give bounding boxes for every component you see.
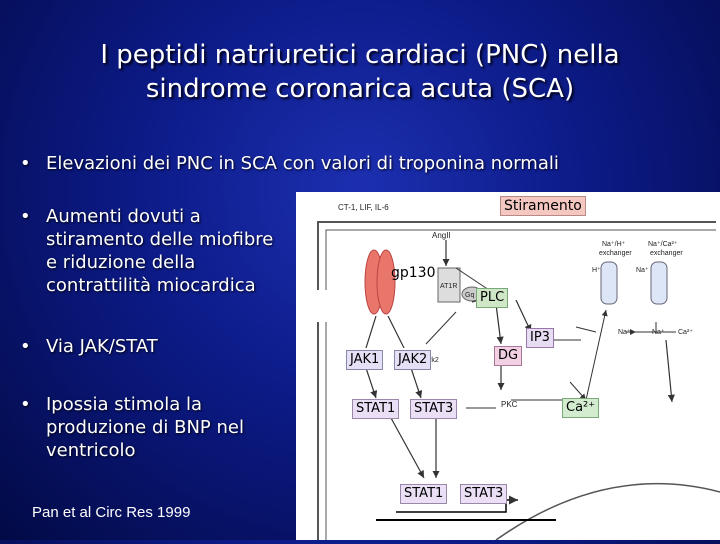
na-h-exchanger-shape: [600, 261, 618, 305]
plc-ip3-arrow: [515, 299, 532, 333]
na-ca-exchanger-shape: [650, 261, 668, 305]
bullet-2-line-1: Aumenti dovuti a: [46, 206, 201, 227]
plc-box: PLC: [476, 288, 509, 308]
stat1-box: STAT1: [352, 399, 400, 419]
stat3-label: STAT3: [414, 401, 454, 416]
ca2-down-arrow: [665, 339, 675, 403]
jak2-box: JAK2: [394, 350, 432, 370]
pkc-nah-arrow: [585, 309, 608, 401]
bullet-3-line-1: Via JAK/STAT: [46, 336, 158, 357]
bullet-marker: •: [20, 336, 31, 357]
gq-tyk2-line: [425, 311, 457, 345]
jak1-box: JAK1: [346, 350, 384, 370]
na-ion-label: Na⁺: [636, 267, 649, 274]
stat3-box: STAT3: [410, 399, 458, 419]
bullet-marker: •: [20, 206, 31, 227]
gp130-receptor-right: [376, 249, 396, 315]
jak2-stat3-arrow: [410, 367, 423, 399]
stretch-box: Stiramento: [500, 196, 586, 216]
dg-label: DG: [498, 348, 519, 363]
ca2-label: Ca²⁺: [566, 400, 596, 415]
slide-title: I peptidi natriuretici cardiaci (PNC) ne…: [0, 38, 720, 106]
stat1-label: STAT1: [356, 401, 396, 416]
citation: Pan et al Circ Res 1999: [32, 504, 191, 521]
jak2-label: JAK2: [398, 352, 428, 367]
ca-out-label: Ca²⁺: [678, 329, 693, 336]
bullet-4-line-2: produzione di BNP nel: [46, 417, 244, 438]
ca2-box: Ca²⁺: [562, 398, 600, 418]
ip3-box: IP3: [526, 328, 554, 348]
tyk2-label: Tyk2: [424, 357, 439, 364]
gp130-label: gp130: [391, 265, 436, 281]
gene-promoter-arrow: [396, 495, 518, 513]
title-line-2: sindrome coronarica acuta (SCA): [145, 74, 575, 104]
h-ion-label: H⁺: [592, 267, 601, 274]
bullet-4: • Ipossia stimola la produzione di BNP n…: [20, 393, 296, 462]
na-ca-exchanger-label: Na⁺/Ca²⁺: [648, 241, 678, 248]
gq-label: Gq: [465, 292, 474, 299]
ca-arrow: [569, 381, 587, 401]
na-ca-exchanger-label-2: exchanger: [650, 250, 683, 257]
gp130-jak1-line: [365, 315, 377, 349]
na-out-label: Na⁺: [618, 329, 631, 336]
jak-stat-pathway-diagram: CT-1, LIF, IL-6 AngII AT1R Gq Tyk2 PKC N…: [296, 192, 720, 541]
bullet-3: • Via JAK/STAT: [20, 335, 296, 358]
membrane-inner: [325, 229, 716, 290]
nucleus-stat1-label: STAT1: [404, 486, 444, 501]
jak1-label: JAK1: [350, 352, 380, 367]
ligands-label: CT-1, LIF, IL-6: [338, 203, 389, 212]
at1r-receptor: [437, 267, 461, 303]
bullet-4-line-1: Ipossia stimola la: [46, 394, 203, 415]
plc-label: PLC: [480, 290, 505, 305]
bullet-4-line-3: ventricolo: [46, 440, 136, 461]
ip3-label: IP3: [530, 330, 550, 345]
na-in-line: [575, 326, 597, 333]
bullet-2-line-4: contrattilità miocardica: [46, 275, 256, 296]
na-out-2-label: Na⁺: [652, 329, 665, 336]
bullet-2-line-3: e riduzione della: [46, 252, 196, 273]
na-h-exchanger-label-2: exchanger: [599, 250, 632, 257]
nucleus-stat3-label: STAT3: [464, 486, 504, 501]
bullet-1-line-1: Elevazioni dei PNC in SCA con valori di …: [46, 153, 559, 174]
nucleus-stat1-box: STAT1: [400, 484, 448, 504]
plc-dg-arrow: [495, 303, 504, 345]
pkc-label: PKC: [501, 400, 518, 409]
na-h-exchanger-label: Na⁺/H⁺: [602, 241, 626, 248]
membrane-outer: [317, 221, 716, 290]
gp130-jak2-line: [387, 315, 405, 349]
jak1-stat1-arrow: [365, 367, 378, 399]
bullet-marker: •: [20, 394, 31, 415]
bullet-2-line-2: stiramento delle miofibre: [46, 229, 274, 250]
nucleus-membrane: [495, 483, 720, 541]
title-line-1: I peptidi natriuretici cardiaci (PNC) ne…: [100, 40, 620, 70]
bullet-2: • Aumenti dovuti a stiramento delle miof…: [20, 205, 296, 297]
nucleus-stat3-box: STAT3: [460, 484, 508, 504]
dg-box: DG: [494, 346, 523, 366]
angii-label: AngII: [432, 231, 451, 240]
bullet-1: • Elevazioni dei PNC in SCA con valori d…: [20, 152, 606, 175]
stretch-label: Stiramento: [504, 198, 582, 214]
stat1-nucleus-arrow: [390, 417, 425, 479]
at1r-label: AT1R: [440, 283, 457, 290]
bullet-marker: •: [20, 153, 31, 174]
